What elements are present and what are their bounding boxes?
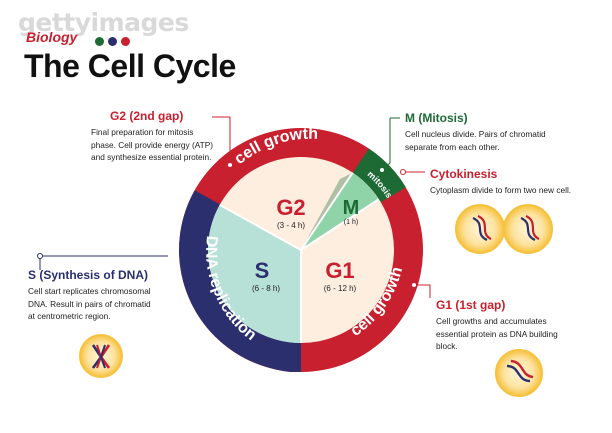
sector-m	[301, 172, 379, 250]
phase-duration-g2: (3 - 4 h)	[277, 221, 305, 230]
callout-g2-text: Final preparation for mitosis phase. Cel…	[91, 126, 213, 164]
callout-s-heading: S (Synthesis of DNA)	[28, 268, 149, 282]
leader-dot-g1	[411, 282, 417, 288]
callout-g2-heading: G2 (2nd gap)	[110, 109, 184, 123]
callout-line: Cell nucleus divide. Pairs of chromatid	[405, 129, 546, 139]
phase-label-g1: G1	[325, 258, 354, 283]
sector-s	[208, 204, 301, 343]
red-dot-icon	[121, 37, 130, 46]
phase-duration-g1: (6 - 12 h)	[324, 284, 357, 293]
subject-label: Biology	[26, 29, 78, 45]
divider-line	[300, 198, 380, 251]
divider-line	[300, 172, 354, 251]
leader-line-m	[381, 118, 391, 171]
callout-cytokinesis-heading: Cytokinesis	[430, 167, 498, 181]
callout-line: phase. Cell provide energy (ATP)	[91, 139, 214, 150]
leader-dot-g2	[227, 162, 233, 168]
callout-s-text: Cell start replicates chromosomal DNA. R…	[28, 285, 151, 323]
watermark: gettyimages	[18, 8, 189, 37]
dividing-cell-icon	[455, 204, 553, 254]
callout-m-text: Cell nucleus divide. Pairs of chromatid …	[405, 128, 546, 153]
callout-line: separate from each other.	[405, 141, 500, 152]
callout-line: Cell growths and accumulates	[436, 316, 547, 326]
color-dots	[95, 33, 134, 51]
dna-strand-icon	[495, 349, 543, 397]
callout-line: block.	[436, 341, 458, 351]
callout-m-heading: M (Mitosis)	[405, 111, 468, 125]
leader-dot-cytokinesis	[400, 169, 406, 175]
callout-line: Final preparation for mitosis	[91, 127, 194, 137]
phase-label-m: M	[343, 197, 360, 219]
callout-g1-text: Cell growths and accumulates essential p…	[436, 315, 558, 353]
phase-label-g2: G2	[276, 195, 305, 220]
callout-g1-heading: G1 (1st gap)	[436, 298, 506, 312]
callout-line: essential protein as DNA building	[436, 328, 558, 339]
chromosome-icon	[79, 334, 123, 378]
callout-line: DNA. Result in pairs of chromatid	[28, 298, 151, 309]
phase-duration-s: (6 - 8 h)	[252, 284, 280, 293]
callout-line: at centrometric region.	[28, 311, 111, 321]
leader-line-g1	[416, 284, 431, 298]
leader-dot-s	[37, 253, 43, 259]
callout-line: Cell start replicates chromosomal	[28, 286, 151, 296]
phase-label-s: S	[255, 258, 270, 283]
page-title: The Cell Cycle	[24, 48, 236, 84]
callout-cytokinesis-text: Cytoplasm divide to form two new cell.	[430, 184, 571, 197]
navy-dot-icon	[108, 37, 117, 46]
callout-line: and synthesize essential protein.	[91, 152, 212, 162]
leader-dot-m	[379, 167, 385, 173]
green-dot-icon	[95, 37, 104, 46]
phase-duration-m: (1 h)	[344, 219, 358, 226]
callout-line: Cytoplasm divide to form two new cell.	[430, 185, 572, 195]
divider-line	[219, 204, 302, 251]
